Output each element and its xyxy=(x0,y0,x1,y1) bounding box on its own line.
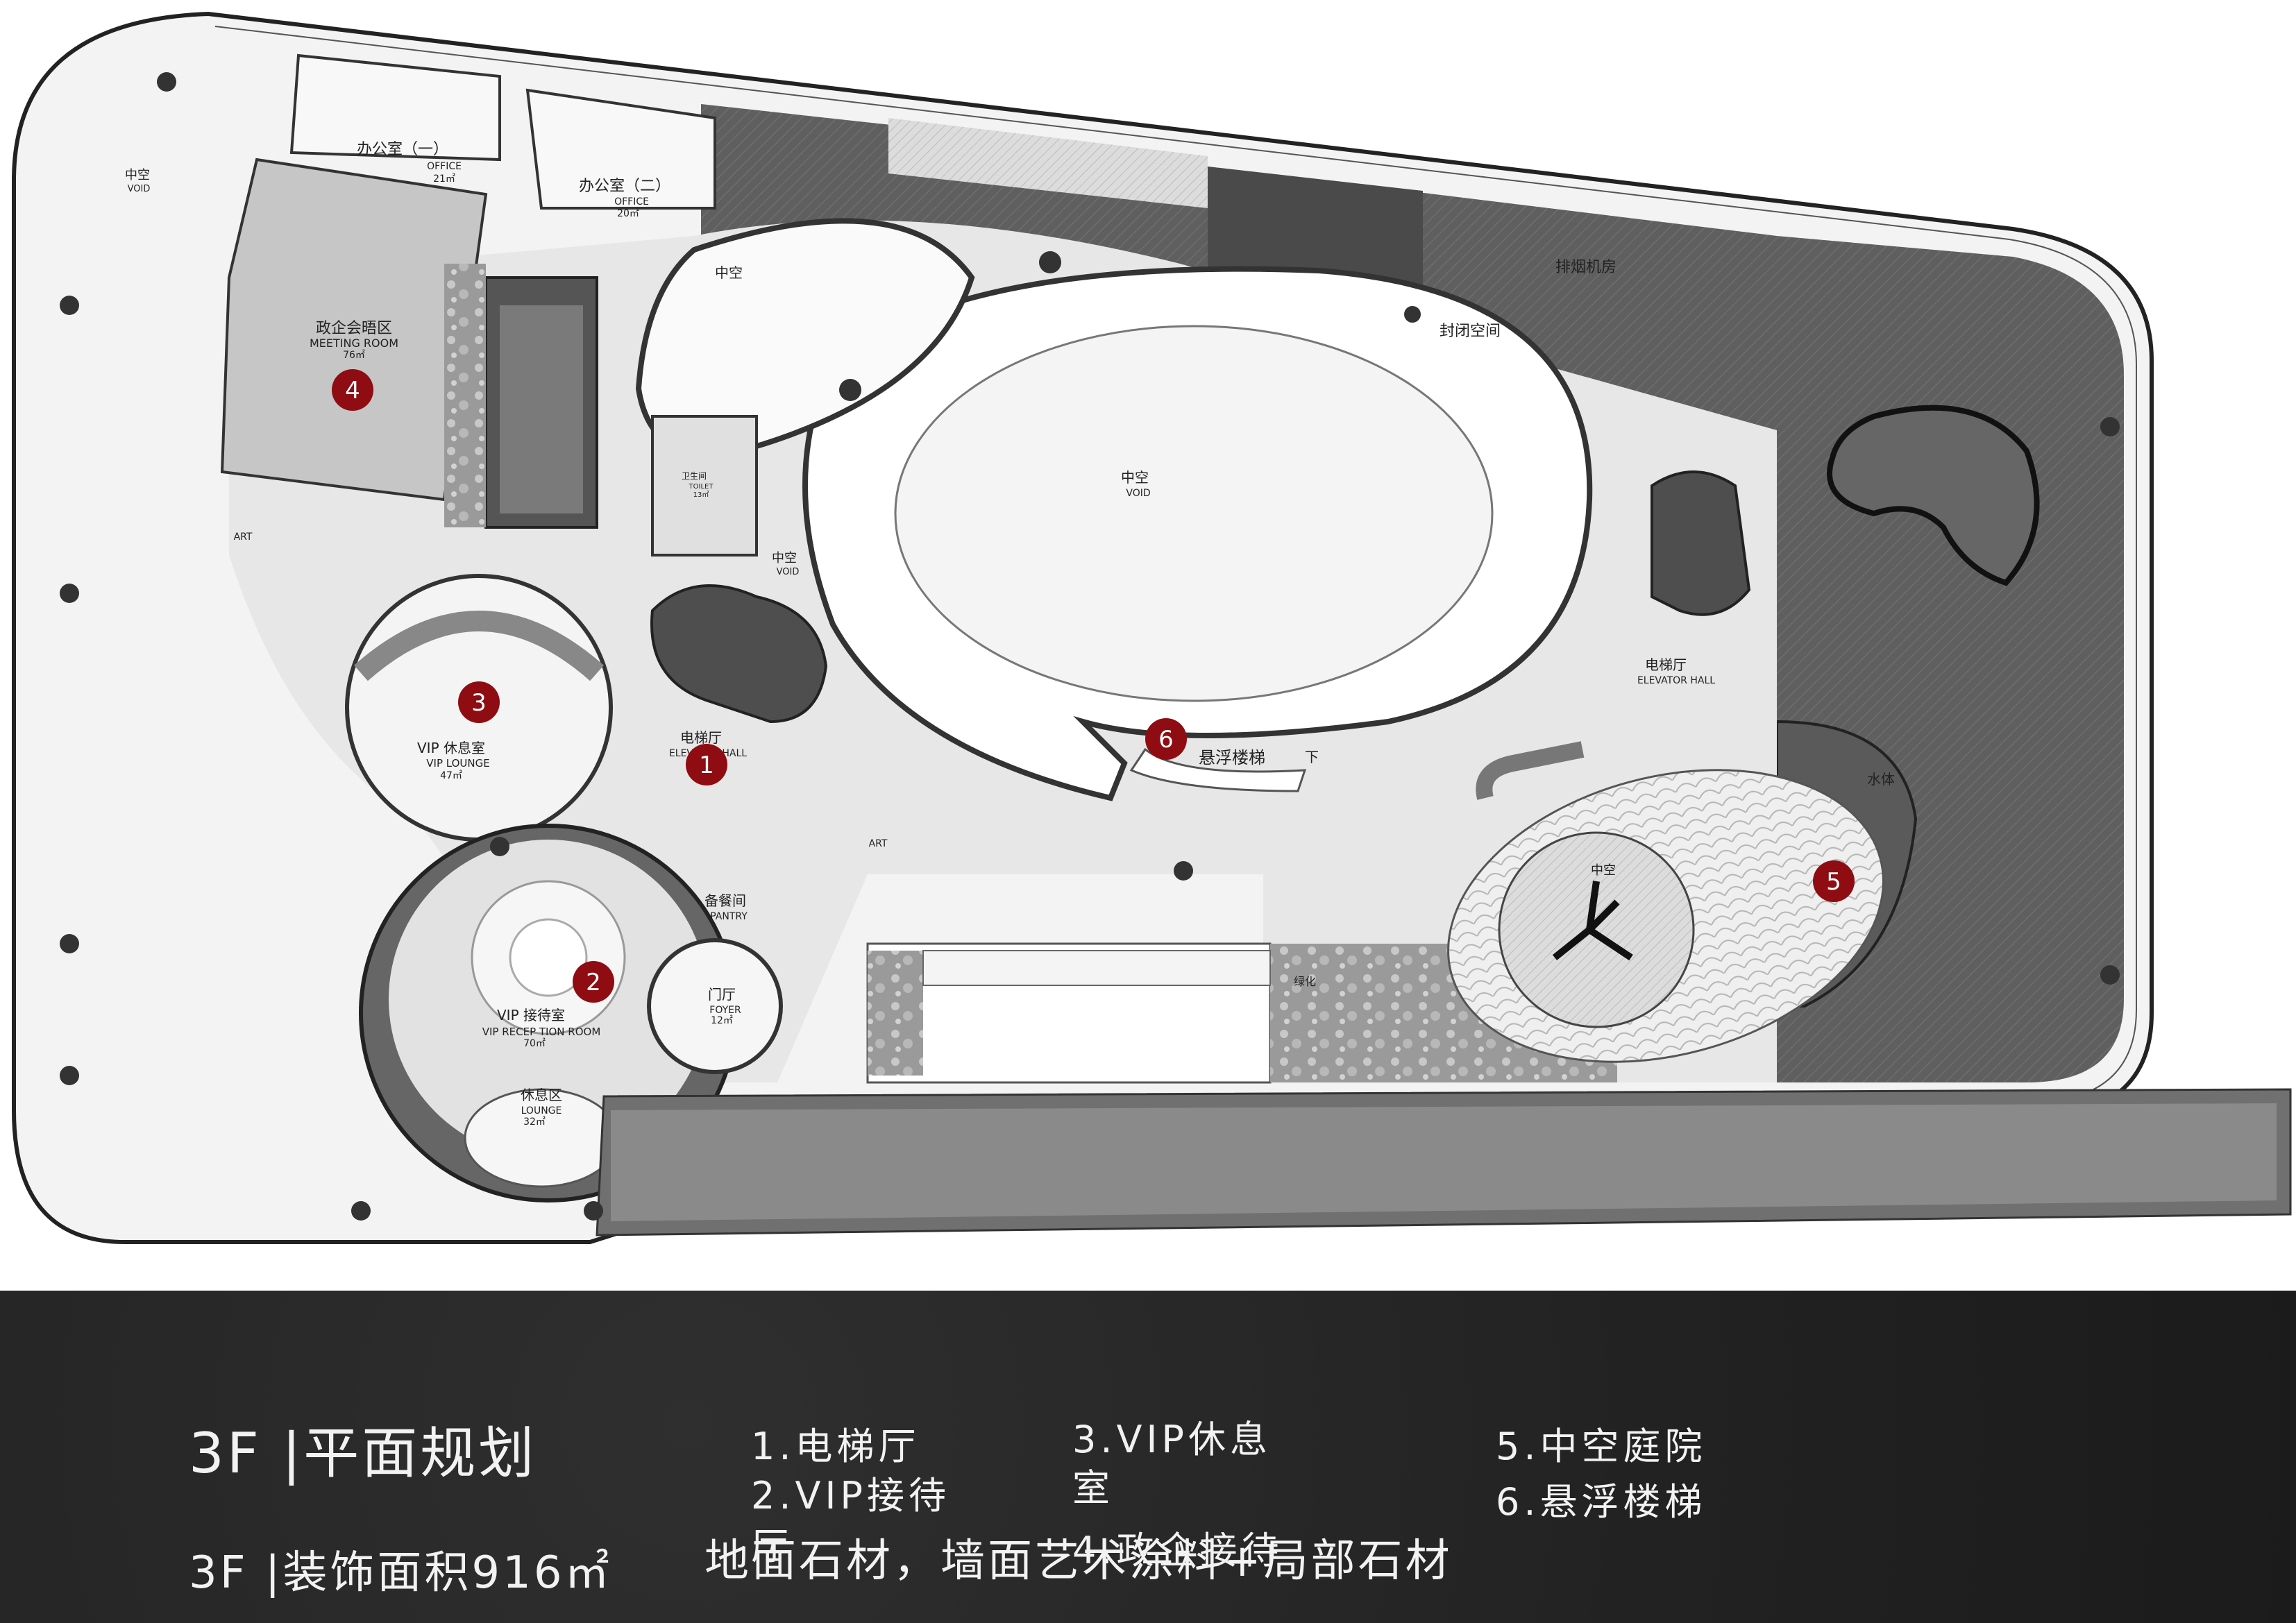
legend-item-1: 1.电梯厅 xyxy=(751,1425,920,1468)
svg-text:办公室（二）: 办公室（二） xyxy=(579,178,670,195)
svg-text:备餐间: 备餐间 xyxy=(704,892,746,909)
svg-text:13㎡: 13㎡ xyxy=(693,491,709,499)
plan-marker-label-1: 1 xyxy=(699,751,714,779)
plan-marker-1 xyxy=(686,744,727,785)
svg-text:OFFICE: OFFICE xyxy=(427,161,462,172)
svg-text:PANTRY: PANTRY xyxy=(710,911,748,922)
svg-text:电梯厅: 电梯厅 xyxy=(680,729,722,746)
plan-marker-label-2: 2 xyxy=(586,969,601,996)
svg-text:中空: 中空 xyxy=(125,168,150,182)
plan-marker-label-6: 6 xyxy=(1158,726,1174,754)
svg-text:20㎡: 20㎡ xyxy=(617,208,639,219)
bottom-deck xyxy=(596,1088,2292,1237)
svg-text:排烟机房: 排烟机房 xyxy=(1555,259,1617,276)
plan-marker-6 xyxy=(1145,718,1187,760)
svg-text:TOILET: TOILET xyxy=(689,483,714,491)
svg-text:办公室（一）: 办公室（一） xyxy=(357,141,448,158)
svg-text:政企会晤区: 政企会晤区 xyxy=(316,320,392,337)
legend-item-3: 3.VIP休息室 xyxy=(1072,1418,1272,1511)
svg-text:70㎡: 70㎡ xyxy=(523,1038,546,1049)
svg-text:47㎡: 47㎡ xyxy=(440,770,462,781)
svg-text:12㎡: 12㎡ xyxy=(711,1015,733,1026)
svg-text:悬浮楼梯: 悬浮楼梯 xyxy=(1199,748,1265,767)
legend-item-6: 6.悬浮楼梯 xyxy=(1496,1480,1707,1524)
plan-marker-label-3: 3 xyxy=(471,689,487,717)
svg-text:封闭空间: 封闭空间 xyxy=(1440,323,1501,340)
legend-item-5: 5.中空庭院 xyxy=(1496,1425,1707,1468)
plan-markers: 1 2 3 4 5 6 xyxy=(332,369,1855,1003)
svg-text:LOUNGE: LOUNGE xyxy=(521,1105,562,1116)
svg-text:76㎡: 76㎡ xyxy=(343,350,365,361)
svg-text:中空: 中空 xyxy=(715,264,743,281)
svg-text:卫生间: 卫生间 xyxy=(682,471,707,481)
room-labels: 办公室（一） OFFICE 21㎡ 办公室（二） OFFICE 20㎡ 政企会晤… xyxy=(125,141,1895,1128)
svg-text:32㎡: 32㎡ xyxy=(523,1116,546,1128)
svg-text:VIP 休息室: VIP 休息室 xyxy=(417,740,485,756)
svg-text:休息区: 休息区 xyxy=(521,1087,562,1103)
svg-text:VIP 接待室: VIP 接待室 xyxy=(497,1007,565,1023)
plan-marker-2 xyxy=(573,961,614,1003)
plan-marker-3 xyxy=(458,681,500,723)
svg-text:OFFICE: OFFICE xyxy=(614,196,649,207)
floor-plan-3f: 办公室（一） OFFICE 21㎡ 办公室（二） OFFICE 20㎡ 政企会晤… xyxy=(12,11,2292,1244)
plan-marker-label-5: 5 xyxy=(1826,868,1841,896)
svg-text:中空: 中空 xyxy=(772,551,797,566)
svg-text:VOID: VOID xyxy=(128,184,151,194)
svg-text:水体: 水体 xyxy=(1867,771,1895,788)
svg-text:门厅: 门厅 xyxy=(708,986,736,1003)
materials-note: 地面石材，墙面艺术涂料+局部石材 xyxy=(704,1536,1453,1587)
plan-marker-5 xyxy=(1813,860,1855,902)
svg-text:ELEVATOR HALL: ELEVATOR HALL xyxy=(1637,675,1715,686)
svg-text:绿化: 绿化 xyxy=(1294,975,1316,988)
columns xyxy=(60,72,2120,1221)
central-void xyxy=(635,218,1593,801)
courtyard xyxy=(1447,769,1884,1063)
svg-text:VOID: VOID xyxy=(1126,488,1150,499)
elevator-cores xyxy=(650,470,1751,724)
svg-text:下: 下 xyxy=(1305,749,1319,765)
svg-text:VIP RECEP TION ROOM: VIP RECEP TION ROOM xyxy=(482,1026,601,1038)
office-block xyxy=(220,53,758,556)
svg-text:中空: 中空 xyxy=(1591,863,1616,878)
svg-text:中空: 中空 xyxy=(1121,469,1149,486)
plan-marker-4 xyxy=(332,369,373,411)
legend-item-2: 2.VIP接待厅 xyxy=(751,1474,950,1568)
svg-text:FOYER: FOYER xyxy=(709,1005,741,1016)
svg-text:ART: ART xyxy=(869,838,888,849)
svg-text:ART: ART xyxy=(234,532,253,543)
floor-area: 3F |装饰面积916㎡ xyxy=(189,1547,612,1599)
svg-text:电梯厅: 电梯厅 xyxy=(1645,656,1687,673)
svg-text:21㎡: 21㎡ xyxy=(433,173,455,185)
svg-text:VIP LOUNGE: VIP LOUNGE xyxy=(426,757,489,770)
svg-text:VOID: VOID xyxy=(777,567,800,577)
plan-marker-label-4: 4 xyxy=(345,377,360,405)
svg-text:MEETING ROOM: MEETING ROOM xyxy=(310,337,398,350)
legend-panel: 3F |平面规划 1.电梯厅 2.VIP接待厅 3.VIP休息室 4.政企接待 … xyxy=(0,1291,2296,1623)
floor-title: 3F |平面规划 xyxy=(189,1421,537,1486)
legend-item-4: 4.政企接待 xyxy=(1072,1529,1283,1572)
